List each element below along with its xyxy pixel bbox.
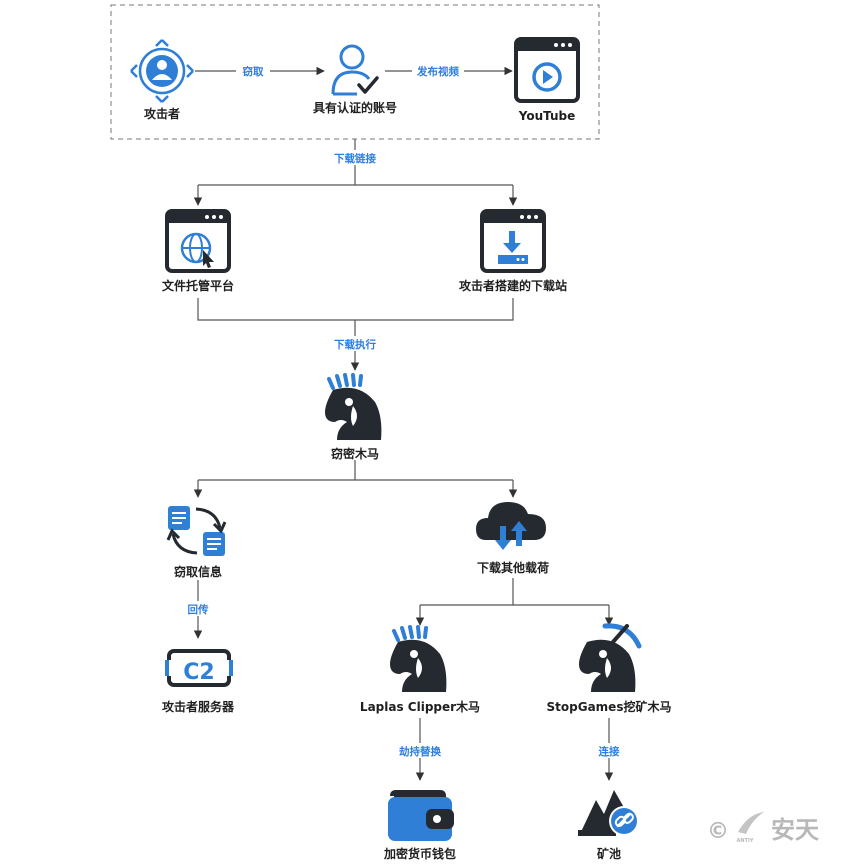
antiy-watermark: © ANTIY 安天	[707, 812, 819, 844]
connector-lines	[193, 66, 614, 781]
label-laplas: Laplas Clipper木马	[360, 699, 480, 714]
edge-labels: 窃取 发布视频 下载链接 下载执行 回传 劫持替换 连接	[183, 63, 625, 758]
node-crypto-wallet: 加密货币钱包	[383, 790, 456, 861]
label-crypto-wallet: 加密货币钱包	[383, 846, 456, 861]
trojan-horse-icon	[390, 625, 447, 692]
edge-label-post-video: 发布视频	[416, 65, 459, 78]
edge-label-connect: 连接	[599, 745, 620, 758]
trojan-horse-icon	[325, 373, 382, 440]
cloud-transfer-icon	[476, 502, 546, 550]
wallet-icon	[388, 790, 454, 841]
mining-trojan-icon	[579, 623, 642, 692]
label-stopgames: StopGames挖矿木马	[547, 699, 672, 714]
node-c2-server: C2 攻击者服务器	[162, 649, 235, 714]
node-mining-pool: 矿池	[578, 790, 639, 861]
node-laplas: Laplas Clipper木马	[360, 625, 480, 714]
c2-server-icon: C2	[165, 649, 233, 687]
edge-label-download-exec: 下载执行	[334, 338, 376, 351]
download-window-icon	[480, 209, 546, 273]
node-youtube: YouTube	[514, 37, 580, 123]
edge-label-download-link: 下载链接	[334, 152, 376, 165]
node-attacker-site: 攻击者搭建的下载站	[459, 209, 567, 293]
node-stopgames: StopGames挖矿木马	[547, 623, 672, 714]
verified-user-icon	[331, 44, 379, 96]
mining-pool-icon	[578, 790, 639, 836]
label-attacker-site: 攻击者搭建的下载站	[459, 278, 567, 293]
edge-label-steal: 窃取	[243, 65, 264, 78]
node-stealer: 窃密木马	[325, 373, 382, 461]
node-download-payload: 下载其他载荷	[476, 502, 549, 575]
label-attacker: 攻击者	[144, 106, 180, 121]
watermark-text: 安天	[771, 816, 819, 844]
node-file-hosting: 文件托管平台	[162, 209, 234, 293]
watermark-sub: ANTIY	[737, 838, 754, 844]
attacker-target-icon	[130, 39, 194, 103]
antiy-logo-icon	[738, 812, 764, 834]
node-attacker: 攻击者	[130, 39, 194, 121]
youtube-window-icon	[514, 37, 580, 103]
label-c2-server: 攻击者服务器	[162, 699, 235, 714]
node-steal-info: 窃取信息	[166, 506, 227, 579]
label-steal-info: 窃取信息	[174, 564, 222, 579]
label-file-hosting: 文件托管平台	[162, 278, 234, 293]
edge-label-send-back: 回传	[188, 603, 209, 616]
label-mining-pool: 矿池	[597, 846, 621, 861]
document-exchange-icon	[166, 506, 227, 556]
label-verified-account: 具有认证的账号	[313, 100, 397, 115]
label-download-payload: 下载其他载荷	[477, 560, 549, 575]
edge-label-hijack-replace: 劫持替换	[399, 745, 441, 758]
label-stealer: 窃密木马	[331, 446, 379, 461]
watermark-copyright: ©	[707, 819, 729, 844]
label-youtube: YouTube	[518, 109, 576, 123]
web-globe-window-icon	[165, 209, 231, 273]
c2-text: C2	[183, 660, 214, 685]
node-verified-account: 具有认证的账号	[313, 44, 397, 115]
